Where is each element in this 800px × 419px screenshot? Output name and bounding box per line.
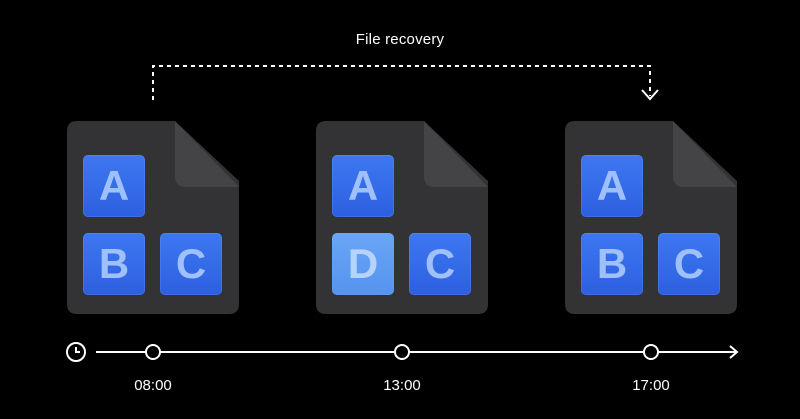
file-version-0800: A B C [67,121,239,314]
file-version-1300: A D C [316,121,488,314]
clock-icon [66,342,86,362]
block-c: C [658,233,720,295]
timeline-marker-0800 [145,344,161,360]
time-label-0800: 08:00 [134,377,172,394]
block-a: A [332,155,394,217]
block-c: C [409,233,471,295]
timeline-marker-1300 [394,344,410,360]
dashed-arrow-down-icon [641,89,659,101]
block-a: A [83,155,145,217]
file-version-1700: A B C [565,121,737,314]
block-d-changed: D [332,233,394,295]
timeline-marker-1700 [643,344,659,360]
block-c: C [160,233,222,295]
time-label-1300: 13:00 [383,377,421,394]
file-recovery-label: File recovery [355,31,445,48]
recovery-dashed-path [152,65,651,100]
arrow-right-icon [729,345,739,359]
block-a: A [581,155,643,217]
block-b: B [83,233,145,295]
block-b: B [581,233,643,295]
time-label-1700: 17:00 [632,377,670,394]
